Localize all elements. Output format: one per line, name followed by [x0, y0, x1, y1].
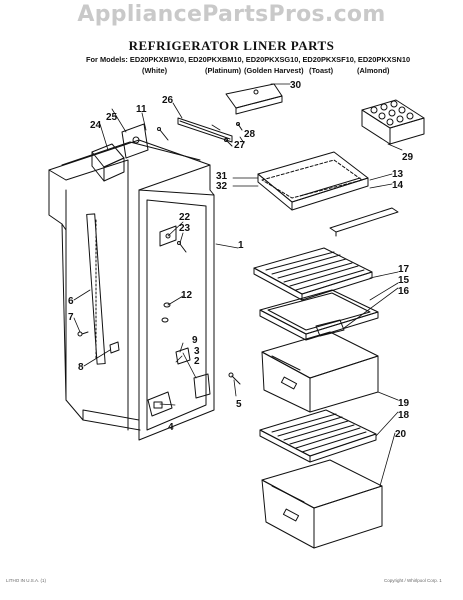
- callout-19: 19: [398, 398, 410, 409]
- callout-28: 28: [244, 129, 256, 140]
- control-knob-25: [121, 123, 149, 159]
- ice-tray-29: [361, 99, 425, 145]
- callout-20: 20: [395, 429, 407, 440]
- stud-12: [161, 302, 171, 323]
- variant-golden-harvest: (Golden Harvest): [244, 66, 304, 75]
- callout-12: 12: [181, 290, 193, 301]
- variant-toast: (Toast): [309, 66, 334, 75]
- callout-24: 24: [90, 120, 102, 131]
- callout-15: 15: [398, 275, 410, 286]
- callout-27: 27: [234, 140, 246, 151]
- crisper-drawer-19: [261, 331, 379, 413]
- bracket-22: [159, 225, 177, 247]
- hinge-2: [193, 373, 211, 399]
- bracket-3: [175, 347, 191, 365]
- variant-white: (White): [142, 66, 168, 75]
- shelf-trim-13: [329, 207, 399, 237]
- glass-shelf-31: [257, 151, 369, 211]
- callout-7: 7: [68, 312, 74, 323]
- control-housing-24: [91, 143, 125, 182]
- callout-16: 16: [398, 286, 410, 297]
- screw-11: [157, 127, 169, 141]
- callout-9: 9: [192, 335, 198, 346]
- callout-31: 31: [216, 171, 228, 182]
- callout-8: 8: [78, 362, 84, 373]
- screw-23: [177, 241, 187, 253]
- bracket-30: [225, 83, 283, 115]
- callout-18: 18: [398, 410, 410, 421]
- rail-26: [177, 117, 233, 143]
- crisper-divider-16: [315, 319, 345, 337]
- callout-30: 30: [290, 80, 302, 91]
- pan-cover-18: [259, 409, 377, 463]
- callout-25: 25: [106, 112, 118, 123]
- meat-pan-20: [261, 459, 383, 549]
- callout-14: 14: [392, 180, 404, 191]
- models-line: For Models: ED20PKXBW10, ED20PKXBM10, ED…: [86, 55, 411, 64]
- crisper-cover-17: [253, 247, 373, 301]
- screw-7: [77, 331, 89, 337]
- crisper-frame-15: [259, 289, 379, 341]
- footer-copyright: Copyright / Whirlpool Corp. 1: [384, 578, 442, 583]
- footer-litho: LITHO IN U.S.A. (1): [6, 578, 47, 583]
- callout-13: 13: [392, 169, 404, 180]
- callout-1: 1: [238, 240, 244, 251]
- callout-3: 3: [194, 346, 200, 357]
- clip-8: [109, 341, 120, 354]
- site-watermark: AppliancePartsPros.com: [77, 2, 386, 27]
- callout-17: 17: [398, 264, 410, 275]
- callout-2: 2: [194, 356, 200, 367]
- callout-5: 5: [236, 399, 242, 410]
- liner-body: [48, 139, 215, 441]
- leader-lines: [73, 83, 403, 487]
- callout-32: 32: [216, 181, 228, 192]
- screw-28: [236, 122, 243, 131]
- callout-22: 22: [179, 212, 191, 223]
- callout-29: 29: [402, 152, 414, 163]
- callout-6: 6: [68, 296, 74, 307]
- variant-platinum: (Platinum): [205, 66, 242, 75]
- variant-almond: (Almond): [357, 66, 390, 75]
- shelf-ladder-left: [86, 213, 106, 365]
- callout-labels: 30 26 11 25 24 28 27 29 31 32 13 14 22 2…: [68, 80, 414, 440]
- lamp-4: [147, 391, 173, 417]
- callout-23: 23: [179, 223, 191, 234]
- callout-26: 26: [162, 95, 174, 106]
- page-title: REFRIGERATOR LINER PARTS: [128, 38, 335, 53]
- screw-5: [228, 372, 241, 385]
- screw-27: [224, 138, 233, 147]
- callout-11: 11: [136, 104, 147, 115]
- callout-4: 4: [168, 422, 174, 433]
